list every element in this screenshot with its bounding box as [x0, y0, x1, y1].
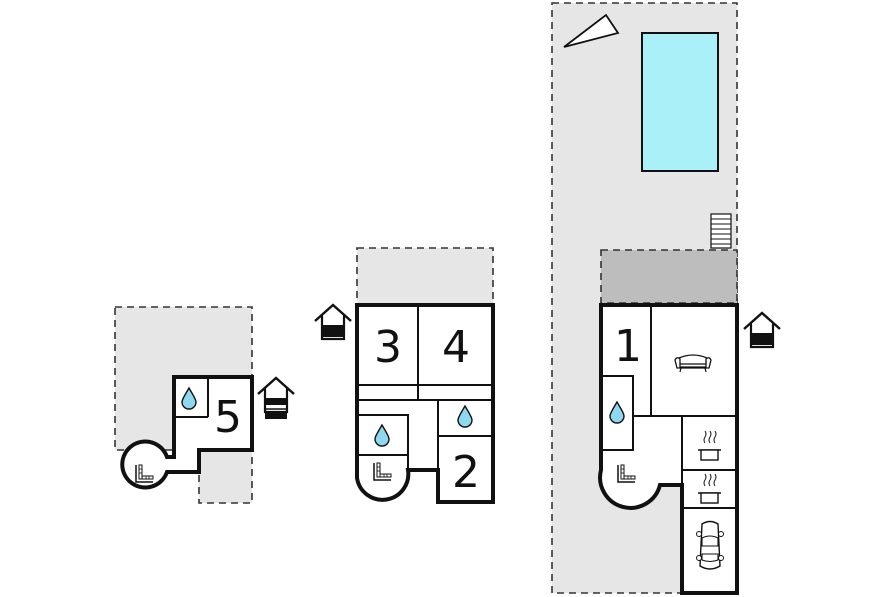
building-outline	[120, 375, 254, 490]
room-number-5: 5	[214, 392, 242, 443]
plot-terrain	[198, 449, 253, 504]
entrance-marker	[751, 333, 773, 345]
building-outline	[598, 303, 739, 595]
unit-middle: 3 4 2	[313, 247, 495, 504]
unit-left: 5	[114, 306, 296, 504]
unit-right: 1	[551, 2, 782, 595]
room-number-3: 3	[374, 322, 402, 373]
house-entrance-icon[interactable]	[256, 376, 296, 414]
car-icon	[696, 520, 724, 570]
terrace	[600, 249, 738, 304]
entrance-marker	[322, 325, 344, 337]
room-number-4: 4	[442, 322, 470, 373]
outdoor-stairs-icon	[710, 213, 732, 249]
room-number-1: 1	[614, 321, 642, 372]
entrance-marker	[265, 398, 287, 405]
plot-terrain	[356, 247, 494, 306]
room-number-2: 2	[452, 447, 480, 498]
bathroom-middle-left	[356, 414, 409, 456]
entrance-marker	[265, 412, 287, 419]
swimming-pool	[641, 32, 719, 172]
building-outline	[355, 303, 495, 504]
sofa-icon	[674, 354, 712, 373]
compass-arrow	[563, 13, 620, 48]
bathroom-right	[600, 375, 634, 451]
